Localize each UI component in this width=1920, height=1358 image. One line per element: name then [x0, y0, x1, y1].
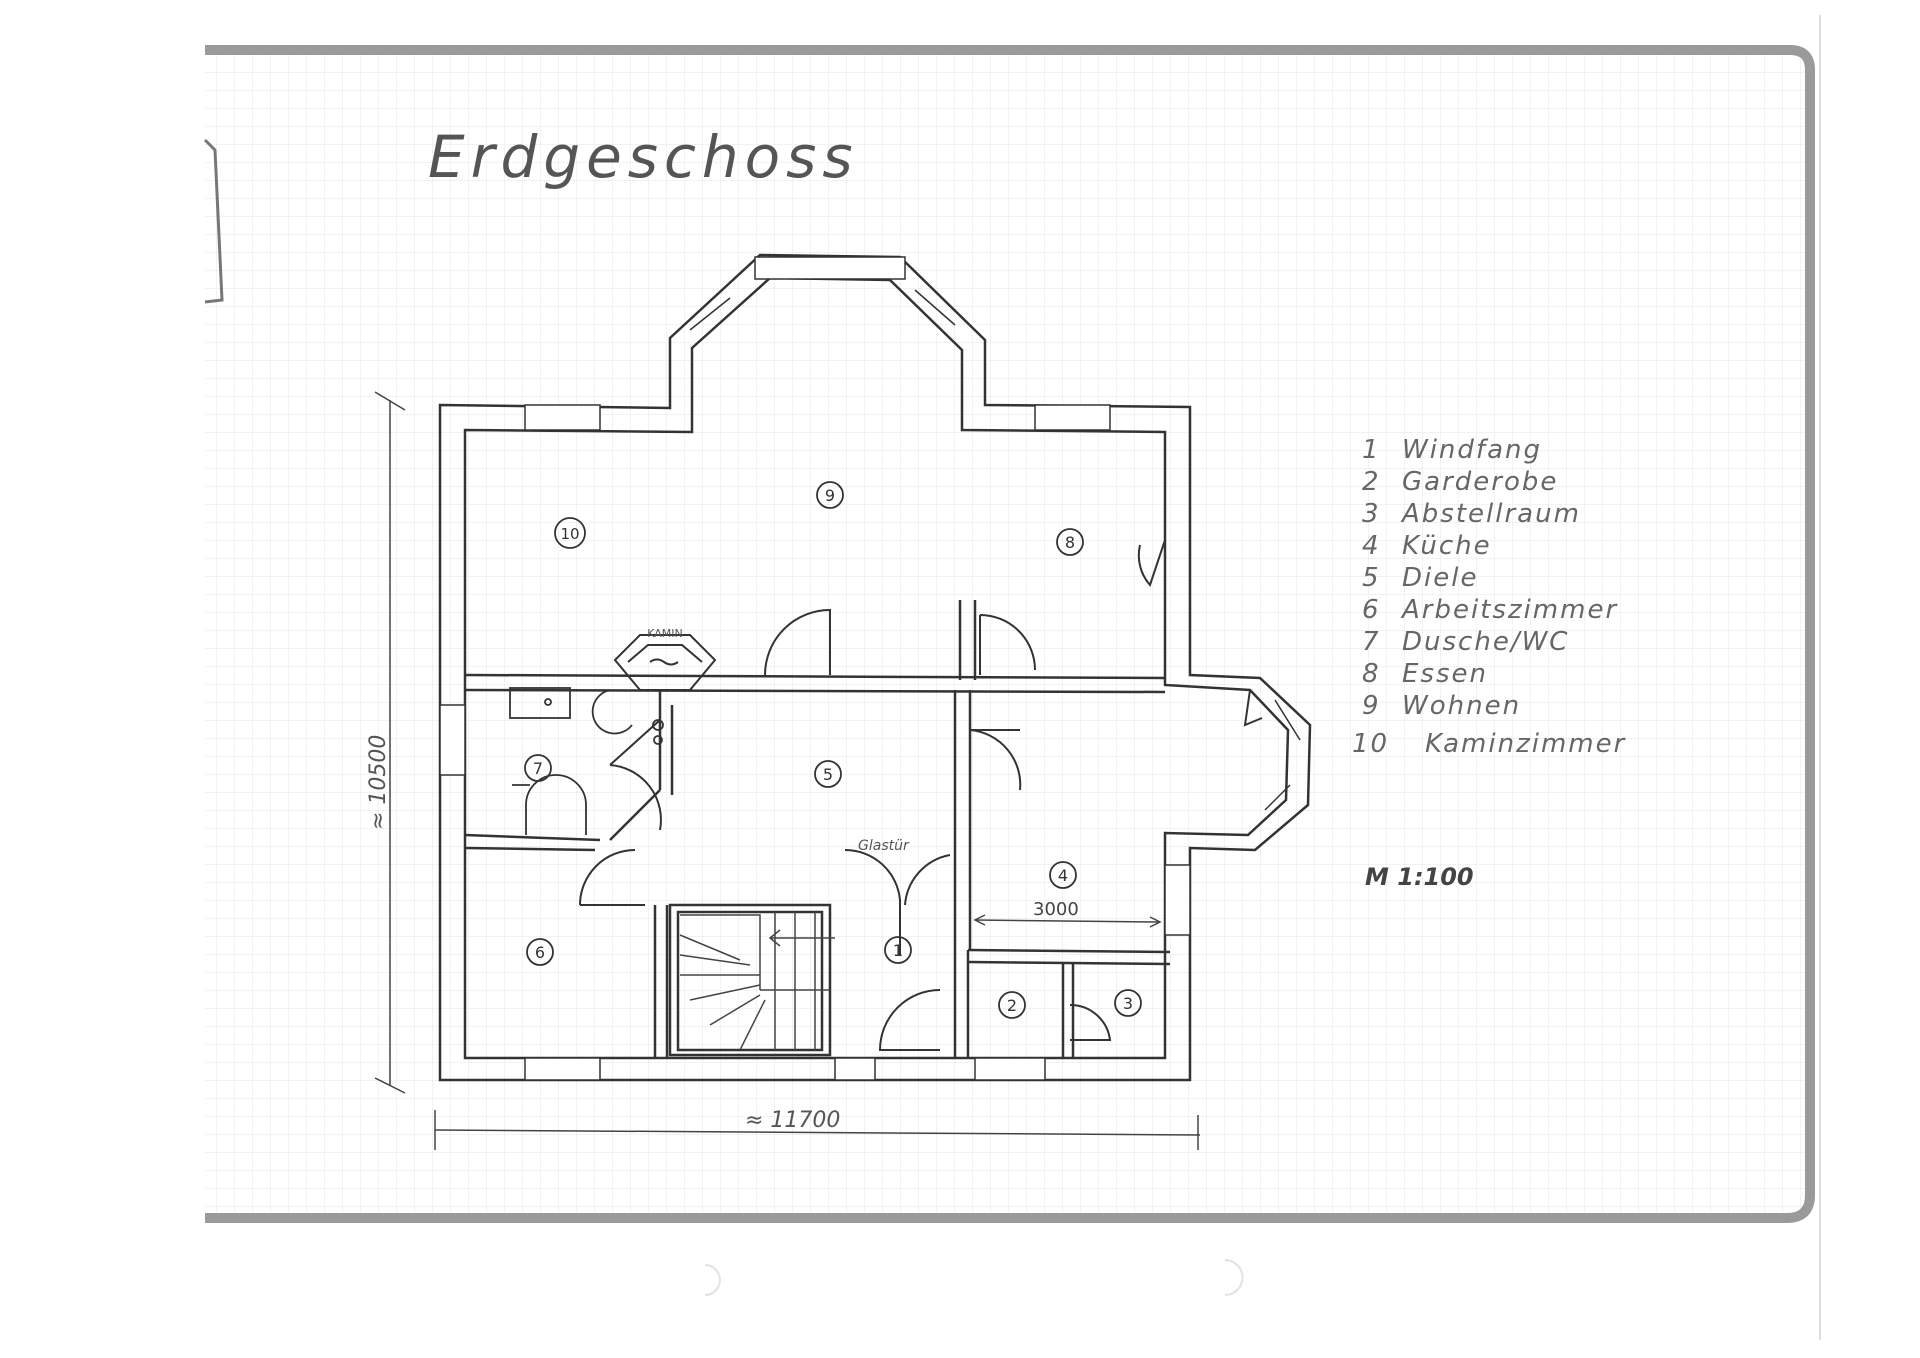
legend-item: 9 Wohnen [1362, 691, 1521, 721]
fireplace: KAMIN [613, 627, 717, 691]
legend-item: 4 Küche [1362, 531, 1492, 561]
svg-text:4: 4 [1362, 531, 1381, 561]
svg-text:Küche: Küche [1402, 531, 1492, 561]
svg-text:2: 2 [1362, 467, 1381, 497]
paper-frame [205, 45, 1815, 1223]
room-number-5: 5 [823, 765, 833, 784]
room-markers [524, 481, 1142, 1019]
legend-item: 6 Arbeitszimmer [1362, 595, 1618, 625]
svg-text:Kaminzimmer: Kaminzimmer [1425, 729, 1627, 759]
svg-text:Diele: Diele [1402, 563, 1478, 593]
height-dimension: ≈ 10500 [366, 735, 391, 830]
door-arc-glastuer-right [904, 854, 951, 906]
door-arc-essen-terrace [1137, 539, 1166, 587]
walls [438, 253, 1312, 1082]
room-number-1: 1 [893, 941, 903, 960]
svg-text:3: 3 [1362, 499, 1381, 529]
svg-text:6: 6 [1362, 595, 1381, 625]
legend-item: 3 Abstellraum [1362, 499, 1581, 529]
room-number-7: 7 [533, 759, 543, 778]
room-marker-3 [1114, 989, 1142, 1017]
stairs [679, 912, 835, 1051]
doors [579, 539, 1263, 1051]
svg-text:Wohnen: Wohnen [1402, 691, 1521, 721]
room-marker-10 [554, 517, 586, 549]
svg-text:1: 1 [1362, 435, 1381, 465]
plan-title: Erdgeschoss [428, 123, 859, 191]
svg-text:Garderobe: Garderobe [1402, 467, 1558, 497]
fireplace-label: KAMIN [647, 627, 683, 640]
graph-paper [205, 50, 1810, 1215]
room-marker-4 [1049, 861, 1077, 889]
room-marker-numbers: 1 2 3 4 5 6 7 8 9 10 [533, 486, 1133, 1015]
svg-text:Arbeitszimmer: Arbeitszimmer [1400, 595, 1618, 625]
legend-item: 2 Garderobe [1362, 467, 1558, 497]
legend-item: 10 Kaminzimmer [1352, 729, 1627, 759]
legend-item: 8 Essen [1362, 659, 1488, 689]
room-number-2: 2 [1007, 996, 1017, 1015]
glass-door-label: Glastür [858, 838, 910, 854]
room-number-6: 6 [535, 943, 545, 962]
svg-text:Essen: Essen [1402, 659, 1488, 689]
dimension-lines [374, 391, 1201, 1150]
kitchen-width-dimension: 3000 [1033, 899, 1079, 920]
room-number-9: 9 [825, 486, 835, 505]
legend-item: 5 Diele [1362, 563, 1478, 593]
svg-text:Dusche/WC: Dusche/WC [1402, 627, 1569, 657]
room-marker-5 [814, 760, 842, 788]
legend-item: 7 Dusche/WC [1362, 627, 1569, 657]
svg-text:5: 5 [1362, 563, 1381, 593]
punch-marks [704, 1259, 1244, 1296]
door-arc-abstellraum [1069, 1003, 1112, 1041]
door-arc-kueche-terrace [1243, 689, 1263, 727]
room-marker-7 [524, 754, 552, 782]
svg-text:8: 8 [1362, 659, 1381, 689]
room-legend: 1 Windfang 2 Garderobe 3 Abstellraum 4 K… [1352, 435, 1627, 759]
room-marker-9 [816, 481, 844, 509]
svg-text:7: 7 [1362, 627, 1381, 657]
svg-text:10: 10 [1352, 729, 1389, 759]
width-dimension: ≈ 11700 [745, 1108, 840, 1133]
room-marker-2 [998, 991, 1026, 1019]
room-number-8: 8 [1065, 533, 1075, 552]
room-marker-1 [884, 936, 912, 964]
door-arc-essen [979, 614, 1036, 675]
door-arc-diele-kueche [969, 729, 1022, 791]
room-number-3: 3 [1123, 994, 1133, 1013]
room-number-4: 4 [1058, 866, 1068, 885]
svg-text:Windfang: Windfang [1402, 435, 1542, 465]
door-arc-arbeitszimmer [579, 849, 645, 906]
door-arc-entrance [878, 989, 941, 1051]
door-arc-glastuer-left [844, 848, 901, 955]
corner-tab [203, 138, 224, 304]
svg-text:9: 9 [1362, 691, 1381, 721]
scale-label: M 1:100 [1365, 863, 1474, 891]
door-arc-wohnen [764, 608, 831, 676]
windows [439, 256, 1301, 1081]
room-number-10: 10 [560, 525, 579, 543]
svg-text:Abstellraum: Abstellraum [1400, 499, 1581, 529]
bathroom-fixtures [509, 687, 664, 835]
room-marker-8 [1056, 528, 1084, 556]
legend-item: 1 Windfang [1362, 435, 1542, 465]
room-marker-6 [526, 938, 554, 966]
door-arc-dusche [609, 719, 662, 831]
